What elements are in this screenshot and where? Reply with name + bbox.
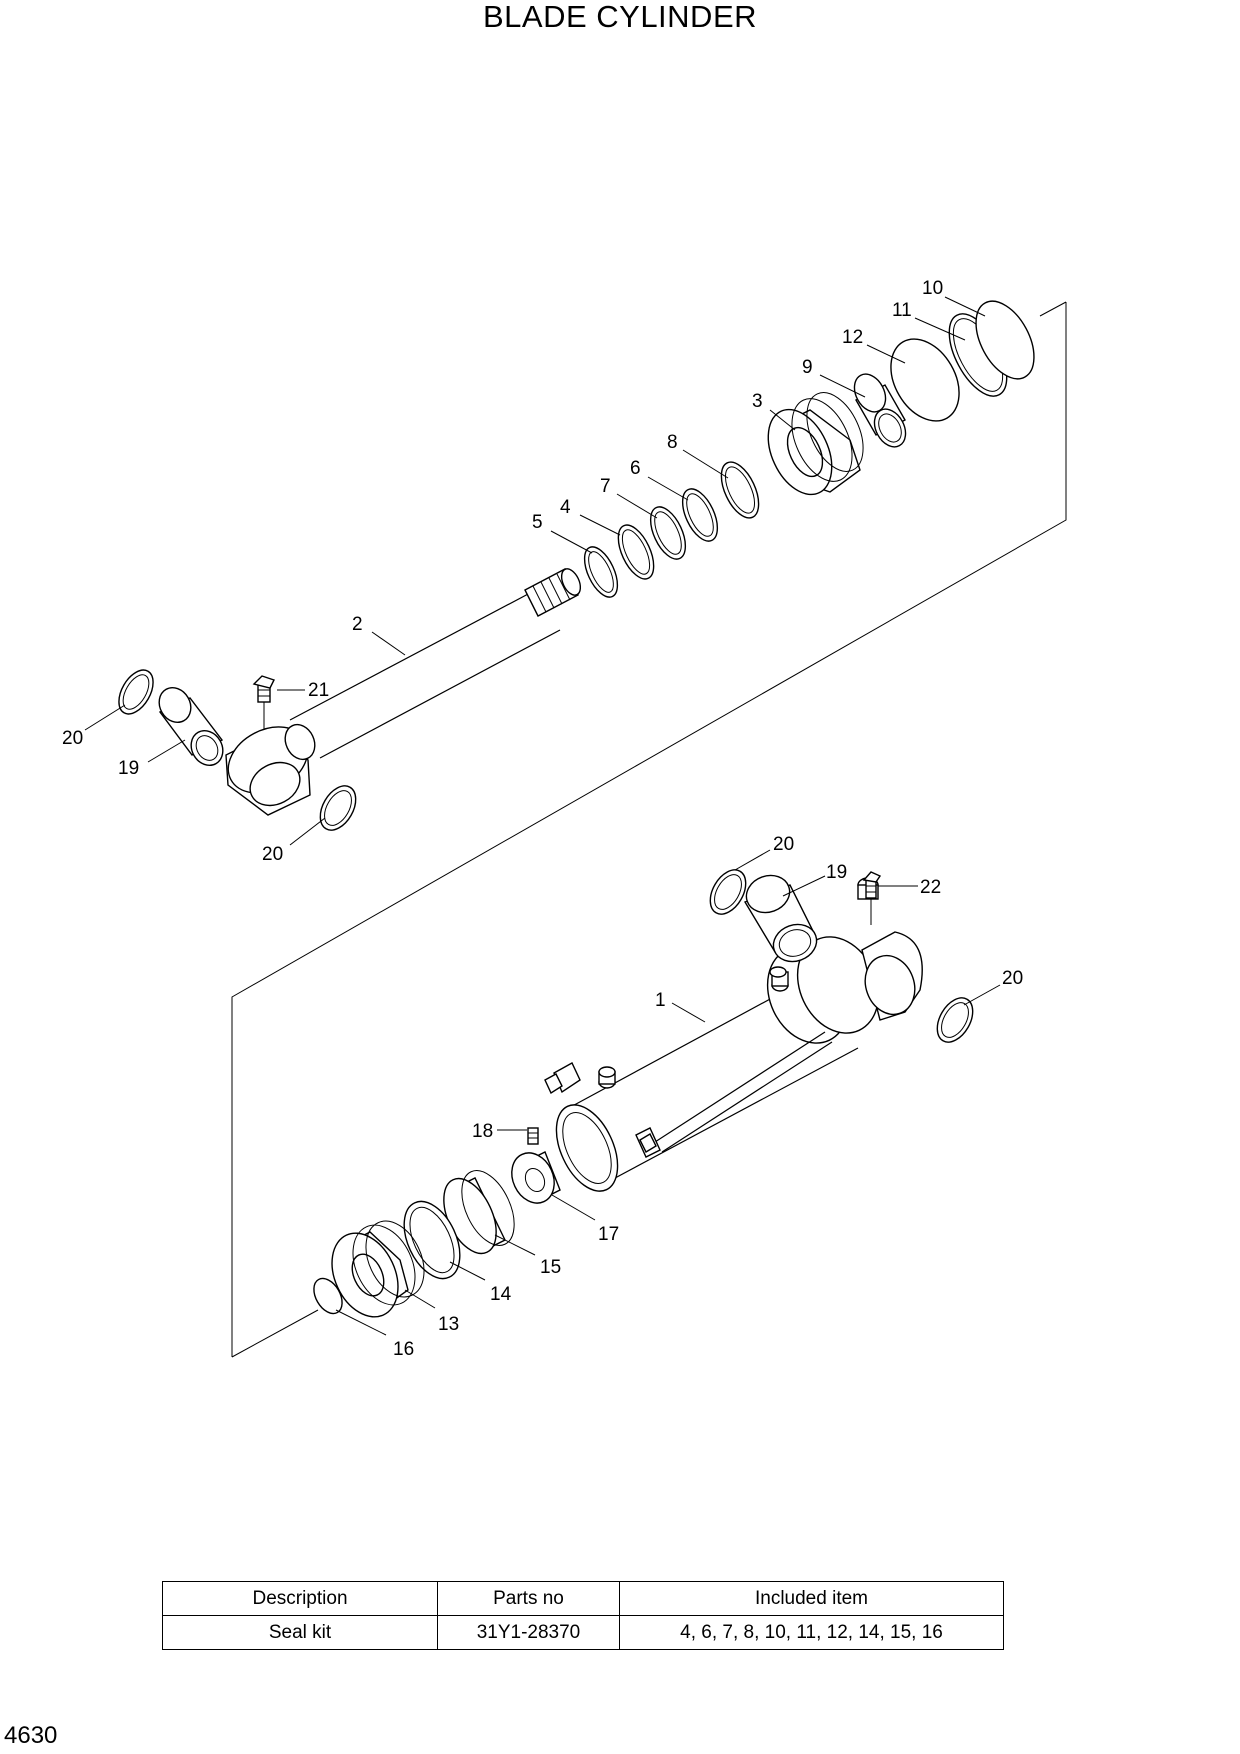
- seal-kit-table: Description Parts no Included item Seal …: [162, 1581, 1004, 1650]
- callout-1: 1: [655, 990, 666, 1011]
- header-parts-no: Parts no: [437, 1581, 620, 1616]
- bushing-19-tube: [743, 874, 818, 963]
- callout-7: 7: [600, 476, 611, 497]
- callout-9: 9: [802, 357, 813, 378]
- table-header-row: Description Parts no Included item: [162, 1581, 1004, 1616]
- callout-16: 16: [393, 1339, 414, 1360]
- lock-nut-17: [511, 1151, 561, 1204]
- callout-3: 3: [752, 391, 763, 412]
- set-screw-18: [527, 1127, 539, 1145]
- callout-15: 15: [540, 1257, 561, 1278]
- page-number: 4630: [4, 1722, 58, 1749]
- callout-14: 14: [490, 1284, 512, 1305]
- callout-20-tube-right: 20: [1002, 968, 1023, 989]
- dust-ring-20-rod-eye: [319, 785, 357, 831]
- callout-19-tube: 19: [826, 862, 847, 883]
- callout-21: 21: [308, 680, 329, 701]
- cylinder-tube-assembly: [544, 877, 923, 1192]
- callout-2: 2: [352, 614, 363, 635]
- leader-lines: [84, 296, 1001, 1336]
- callout-11: 11: [892, 300, 912, 321]
- grease-nipple-21: [252, 675, 275, 730]
- dust-ring-20-tube-right: [936, 997, 974, 1043]
- dust-ring-20-upper-left: [118, 669, 154, 715]
- page-title: BLADE CYLINDER: [482, 0, 758, 34]
- o-ring-16: [313, 1277, 343, 1315]
- cell-included-item: 4, 6, 7, 8, 10, 11, 12, 14, 15, 16: [619, 1615, 1004, 1650]
- piston-rod: [225, 568, 582, 816]
- callout-6: 6: [630, 458, 641, 479]
- callout-4: 4: [560, 497, 571, 518]
- callout-13: 13: [438, 1314, 459, 1335]
- callout-18: 18: [472, 1121, 493, 1142]
- callout-22: 22: [920, 877, 941, 898]
- wear-ring-15: [443, 1170, 515, 1255]
- piston-seal-14: [403, 1200, 461, 1280]
- rod-cover-gland-3: [767, 392, 864, 496]
- callout-19-upper: 19: [118, 758, 139, 779]
- callout-10: 10: [922, 278, 943, 299]
- callout-5: 5: [532, 512, 543, 533]
- o-ring-12: [890, 338, 960, 422]
- o-ring-10: [975, 300, 1035, 380]
- grease-nipple-22: [862, 871, 882, 925]
- callout-20-tube-top: 20: [773, 834, 794, 855]
- callout-20-upper-left: 20: [62, 728, 83, 749]
- table-row: Seal kit 31Y1-28370 4, 6, 7, 8, 10, 11, …: [162, 1615, 1004, 1650]
- callout-labels: 10 11 12 9 3 8 6 7 4 5 2 21 20 19 20 20 …: [62, 278, 1023, 1360]
- dust-ring-20-tube-top: [709, 869, 747, 915]
- cell-description: Seal kit: [162, 1615, 438, 1650]
- callout-8: 8: [667, 432, 678, 453]
- piston-13: [331, 1220, 425, 1318]
- header-included-item: Included item: [619, 1581, 1004, 1616]
- cell-parts-no: 31Y1-28370: [437, 1615, 620, 1650]
- callout-20-rod-eye: 20: [262, 844, 283, 865]
- bushing-19-upper: [158, 687, 224, 766]
- seal-rings-rod: [583, 461, 760, 598]
- bushing-9: [853, 373, 907, 448]
- callout-12: 12: [842, 327, 863, 348]
- assembly-frame: [231, 302, 1067, 1357]
- header-description: Description: [162, 1581, 438, 1616]
- callout-17: 17: [598, 1224, 619, 1245]
